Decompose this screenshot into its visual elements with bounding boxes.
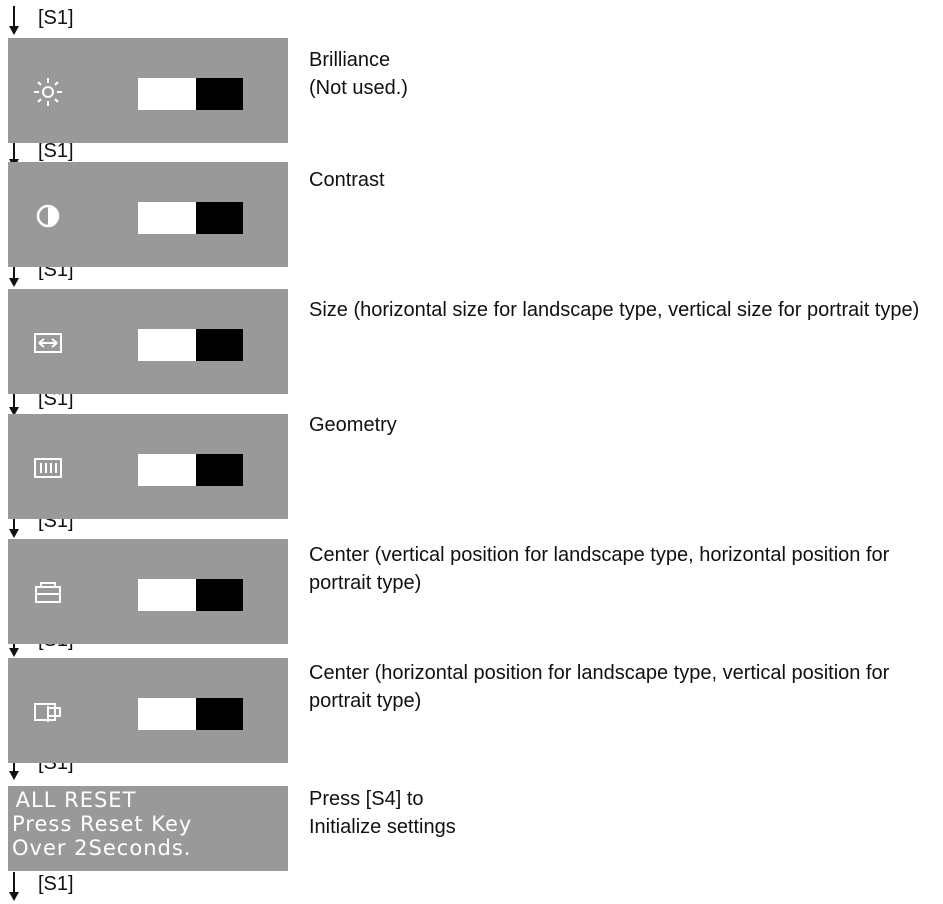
contrast-description: Contrast	[309, 169, 385, 191]
reset-description: Press [S4] to Initialize settings	[309, 788, 456, 838]
osd-panel-contrast	[8, 162, 288, 267]
level-fill	[138, 698, 196, 730]
reset-instruction: Press Reset Key	[12, 812, 193, 836]
step-label: [S1]	[38, 140, 74, 162]
level-bar	[138, 329, 243, 361]
level-fill	[138, 579, 196, 611]
level-fill	[138, 454, 196, 486]
brilliance-description: Brilliance (Not used.)	[309, 49, 408, 99]
level-remainder	[195, 78, 243, 110]
geometry-description: Geometry	[309, 414, 397, 436]
size-description: Size (horizontal size for landscape type…	[309, 299, 920, 321]
level-remainder	[195, 698, 243, 730]
down-arrow-icon	[9, 872, 19, 901]
sun-icon	[34, 78, 62, 106]
level-fill	[138, 202, 196, 234]
osd-panel-size	[8, 289, 288, 394]
level-fill	[138, 78, 196, 110]
osd-panel-brilliance	[8, 38, 288, 143]
osd-panel-all-reset: ALL RESET Press Reset Key Over 2Seconds.	[8, 786, 288, 871]
osd-panel-horizontal-center	[8, 658, 288, 763]
horizontal-arrows-icon	[34, 333, 62, 353]
level-remainder	[195, 329, 243, 361]
step-label: [S1]	[38, 7, 74, 29]
horizontal-center-icon	[34, 703, 61, 722]
horizontal-center-description: Center (horizontal position for landscap…	[309, 662, 890, 712]
reset-title: ALL RESET	[8, 788, 137, 812]
level-bar	[138, 579, 243, 611]
level-bar	[138, 698, 243, 730]
geometry-grid-icon	[34, 458, 62, 478]
level-remainder	[195, 454, 243, 486]
vertical-center-icon	[35, 582, 61, 603]
level-bar	[138, 78, 243, 110]
osd-panel-vertical-center	[8, 539, 288, 644]
step-label: [S1]	[38, 873, 74, 895]
level-bar	[138, 454, 243, 486]
reset-duration: Over 2Seconds.	[12, 836, 192, 860]
vertical-center-description: Center (vertical position for landscape …	[309, 544, 890, 594]
level-fill	[138, 329, 196, 361]
level-remainder	[195, 202, 243, 234]
down-arrow-icon	[9, 6, 19, 35]
half-circle-icon	[36, 204, 60, 228]
level-remainder	[195, 579, 243, 611]
level-bar	[138, 202, 243, 234]
osd-panel-geometry	[8, 414, 288, 519]
